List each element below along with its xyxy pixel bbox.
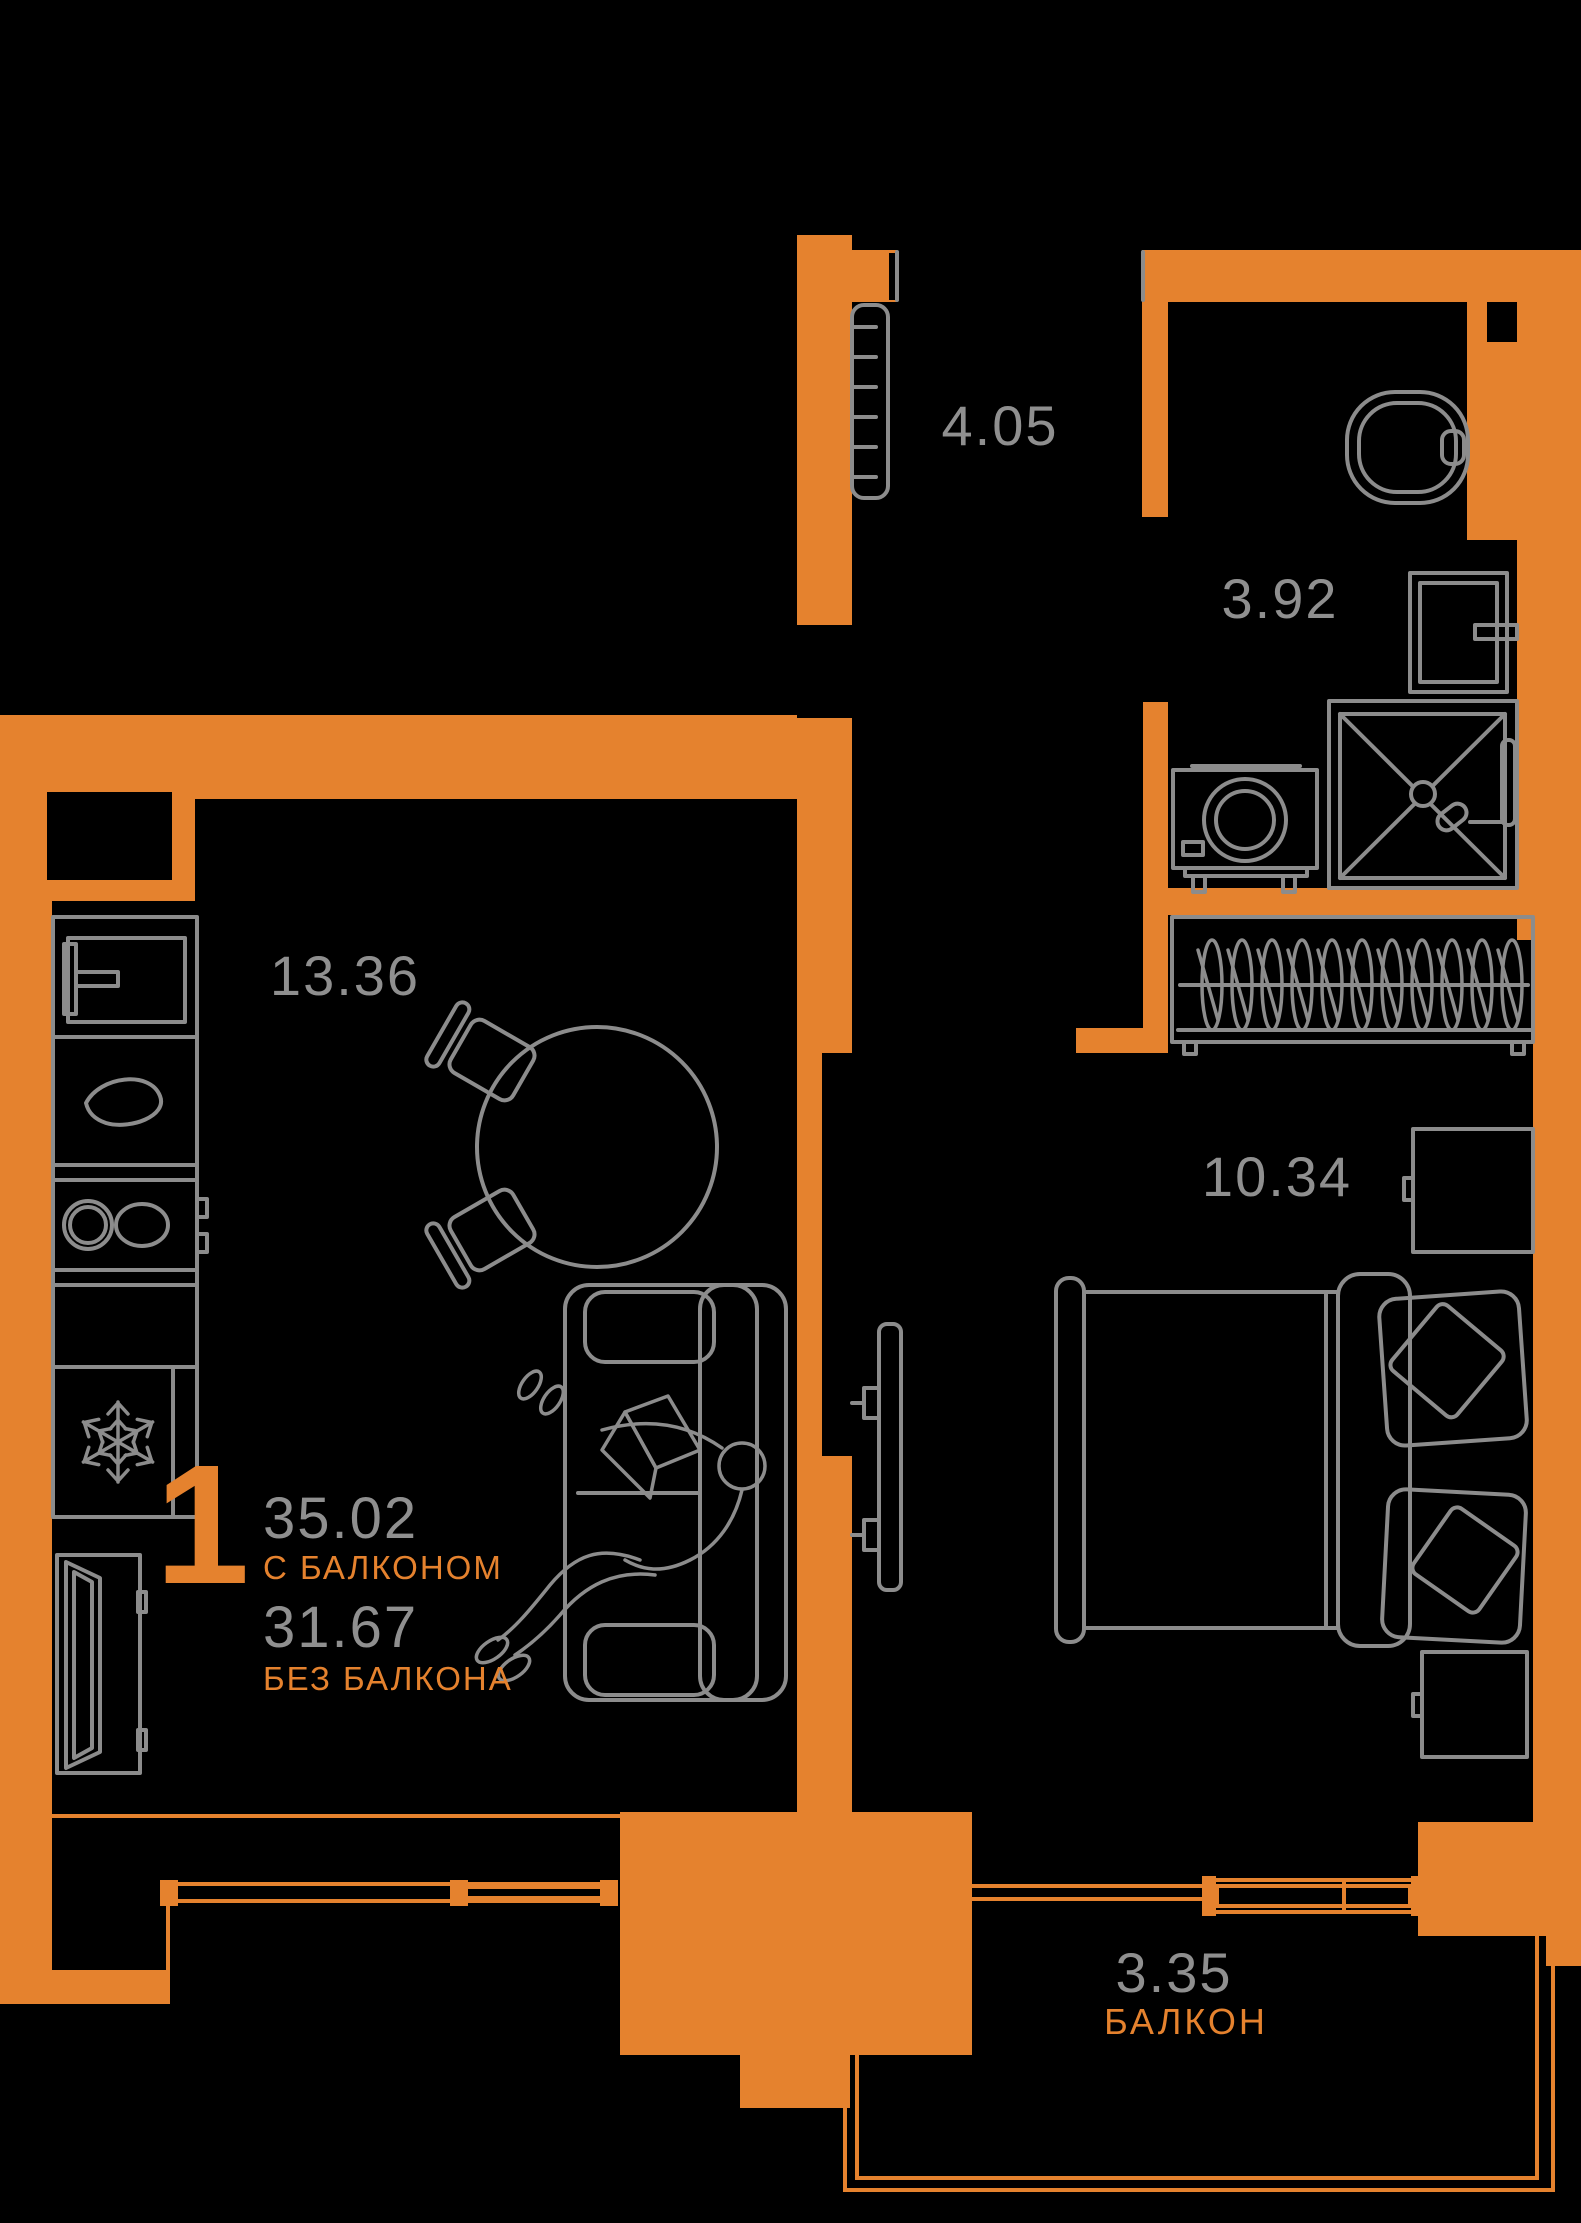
- wardrobe: [1170, 915, 1535, 1056]
- balcony-door-block-left: [1202, 1876, 1216, 1916]
- bathroom-area-label: 3.92: [1222, 567, 1339, 630]
- pillows-top: [1377, 1289, 1529, 1448]
- balcony-door-inner: [1215, 1884, 1412, 1908]
- coat-rack: [850, 303, 890, 500]
- fridge: [76, 1365, 175, 1519]
- pilaster-notch: [1487, 302, 1517, 342]
- bedroom-tv: [850, 1322, 903, 1592]
- nightstand-bottom: [1411, 1650, 1529, 1759]
- area-without-balcony-value: 31.67: [263, 1595, 418, 1660]
- washing-machine: [1171, 764, 1319, 894]
- area-with-balcony-value: 35.02: [263, 1486, 418, 1551]
- wall-bottom-center-tab: [740, 2055, 850, 2108]
- wall-niche: [47, 792, 172, 880]
- wall-bottom-right-block: [1418, 1822, 1581, 1936]
- walls: [0, 235, 1581, 2108]
- wall-bathroom-left-lower: [1143, 702, 1168, 1053]
- chair-top: [424, 1000, 537, 1103]
- living-window-block-right: [600, 1880, 618, 1906]
- flange-slit: [889, 253, 895, 300]
- wall-left-bottom-foot: [0, 1970, 170, 2004]
- wall-partition-hall: [797, 718, 852, 1053]
- hangers: [1196, 938, 1524, 1032]
- tv-cabinet: [55, 1553, 148, 1775]
- wall-entry-column: [797, 235, 852, 625]
- toilet: [1345, 390, 1470, 505]
- kitchen-living-area-label: 13.36: [270, 944, 420, 1007]
- balcony-door-block-right: [1411, 1876, 1425, 1916]
- bed: [1054, 1272, 1529, 1648]
- sofa: [563, 1283, 788, 1702]
- area-with-balcony-caption: С БАЛКОНОМ: [263, 1549, 503, 1586]
- balcony-area-label: 3.35: [1116, 1941, 1233, 2004]
- area-without-balcony-caption: БЕЗ БАЛКОНА: [263, 1660, 513, 1697]
- labels: 4.05 3.92 13.36 10.34 3.35 БАЛКОН 1 35.0…: [155, 394, 1352, 2042]
- living-window-block-left: [160, 1880, 178, 1906]
- balcony-line-inner: [855, 1936, 1539, 2180]
- cutting-board: [84, 1077, 164, 1127]
- windows: [40, 1814, 1425, 1970]
- stove-burners: [62, 1197, 209, 1254]
- wall-bottom-center-block: [620, 1812, 972, 2055]
- chair-bottom: [424, 1187, 537, 1290]
- living-window-block-mid: [450, 1880, 468, 1906]
- balcony-line-outer: [843, 1936, 1555, 2192]
- wall-right-bedroom: [1533, 940, 1581, 1865]
- wall-left: [0, 799, 52, 1970]
- wall-top-right: [1142, 250, 1581, 302]
- dining-table: [475, 1025, 719, 1269]
- snowflake-icon: [76, 1400, 160, 1484]
- wall-right-bathroom: [1517, 302, 1581, 940]
- shower: [1327, 699, 1519, 890]
- kitchen-sink: [62, 936, 187, 1024]
- balcony-name-label: БАЛКОН: [1104, 2001, 1268, 2042]
- living-window-pane: [464, 1885, 604, 1900]
- furniture: [51, 250, 1535, 1775]
- unit-rooms-count: 1: [155, 1430, 250, 1620]
- hallway-area-label: 4.05: [942, 394, 1059, 457]
- balcony-outline: [843, 1936, 1555, 2192]
- person-reading: [474, 1369, 767, 1683]
- wall-partition-living-bedroom: [797, 1053, 822, 1901]
- pillows-bottom: [1380, 1487, 1528, 1645]
- bathroom-sink: [1408, 571, 1519, 694]
- bedroom-area-label: 10.34: [1202, 1145, 1352, 1208]
- nightstand-top: [1402, 1127, 1535, 1254]
- wall-bedroom-door-header: [1076, 1028, 1168, 1053]
- wall-bathroom-left-upper: [1142, 250, 1168, 517]
- wall-bathroom-bottom: [1143, 888, 1581, 915]
